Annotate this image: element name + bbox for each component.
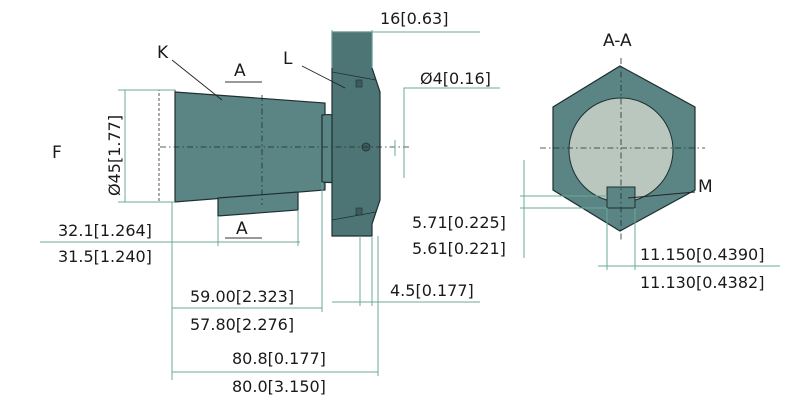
section-view — [540, 58, 705, 240]
body-end-hidden-outline — [158, 89, 176, 203]
dim-step-min-text: 31.5[1.240] — [58, 247, 152, 266]
dimension-lines — [40, 30, 780, 380]
hex-nut — [331, 31, 381, 237]
leader-l — [301, 65, 346, 89]
label-part-k: K — [157, 43, 169, 63]
dim-hole-diameter-text: Ø4[0.16] — [420, 69, 491, 88]
dim-key-width-min-text: 11.130[0.4382] — [640, 273, 764, 292]
dim-body-diameter-text: Ø45[1.77] — [105, 115, 124, 196]
label-section-view: A-A — [603, 31, 632, 51]
nut-slot-top — [355, 79, 363, 88]
dim-key-width-max-text: 11.150[0.4390] — [640, 245, 764, 264]
label-section-top: A — [234, 61, 246, 81]
leaders — [171, 59, 696, 199]
label-part-m: M — [698, 177, 713, 197]
dim-body-length-min-text: 57.80[2.276] — [190, 315, 294, 334]
nut-face-line-1 — [331, 71, 377, 81]
dim-key-depth-min-text: 5.61[0.221] — [412, 239, 506, 258]
dim-step-max-text: 32.1[1.264] — [58, 221, 152, 240]
dim-key-depth-max-text: 5.71[0.225] — [412, 213, 506, 232]
label-part-l: L — [283, 49, 293, 69]
nut-face-line-2 — [331, 211, 377, 221]
dim-hex-width-text: 16[0.63] — [380, 9, 448, 28]
label-part-f: F — [52, 143, 62, 163]
dim-total-length-max-text: 80.8[0.177] — [232, 349, 326, 368]
dim-body-length-max-text: 59.00[2.323] — [190, 287, 294, 306]
label-section-bottom: A — [236, 219, 248, 239]
nut-slot-bottom — [355, 207, 363, 216]
dim-total-length-min-text: 80.0[3.150] — [232, 377, 326, 396]
leader-m — [627, 191, 696, 199]
dim-shoulder-text: 4.5[0.177] — [390, 281, 474, 300]
text-labels: K L F M A A A-A 16[0.63] Ø4[0.16] Ø45[1.… — [52, 9, 764, 396]
dim-hole-leader — [403, 87, 500, 178]
leader-k — [171, 59, 223, 101]
